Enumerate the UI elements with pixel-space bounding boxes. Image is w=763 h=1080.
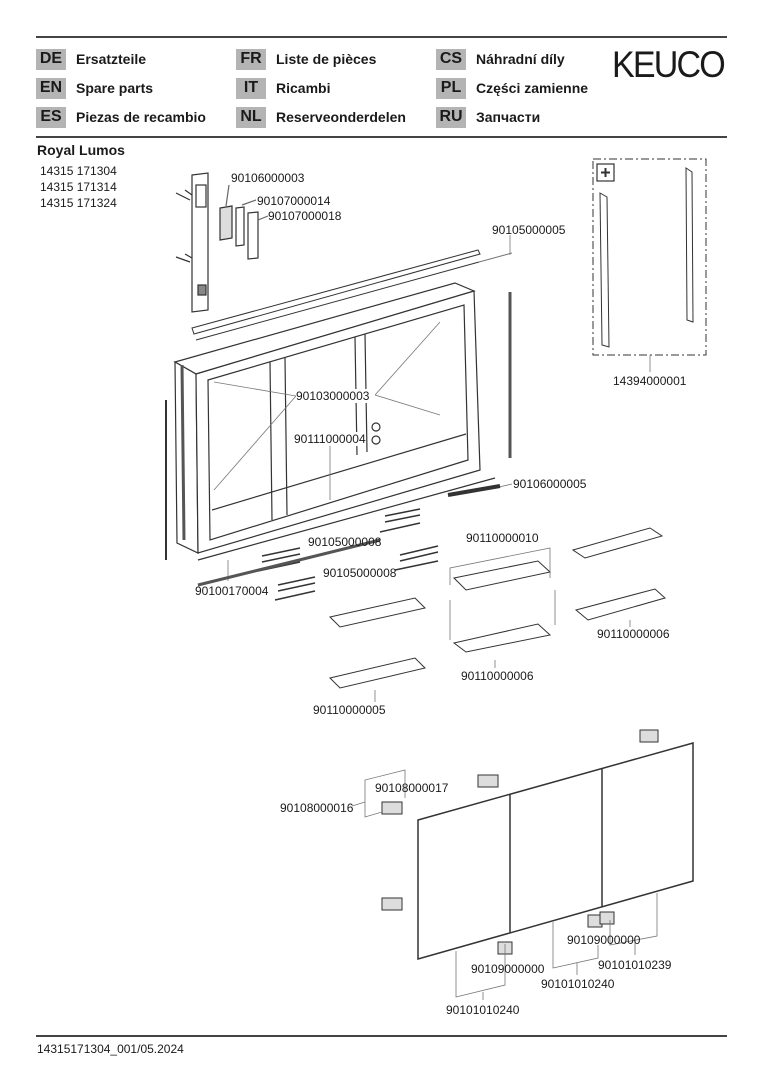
lang-label: Ricambi [276, 80, 331, 96]
side-electronics-panel [175, 172, 209, 313]
model-number: 14315 171304 [40, 164, 117, 178]
part-label: 90101010240 [541, 977, 615, 991]
top-rule [36, 36, 727, 38]
part-label: 90106000005 [513, 477, 587, 491]
lang-cs: CS Náhradní díly [436, 48, 565, 70]
control-module [219, 184, 269, 260]
footer-rule [36, 1035, 727, 1037]
lang-badge: EN [36, 77, 66, 99]
lang-en: EN Spare parts [36, 77, 153, 99]
header-rule [36, 136, 727, 138]
lang-de: DE Ersatzteile [36, 48, 146, 70]
part-label: 90105000008 [308, 535, 382, 549]
part-label: 90110000006 [461, 669, 534, 683]
shelf-leaders [374, 547, 631, 702]
part-label: 90105000005 [492, 223, 566, 237]
product-name: Royal Lumos [37, 142, 125, 158]
lang-label: Liste de pièces [276, 51, 377, 67]
part-label: 14394000001 [613, 374, 687, 388]
model-number: 14315 171314 [40, 180, 117, 194]
part-label: 90101010240 [446, 1003, 520, 1017]
part-label: 90105000008 [323, 566, 397, 580]
part-label: 90110000006 [597, 627, 670, 641]
part-label: 90103000003 [296, 389, 370, 403]
lang-badge: RU [436, 106, 466, 128]
light-strips [197, 484, 501, 601]
document-id: 14315171304_001/05.2024 [37, 1042, 184, 1056]
lang-fr: FR Liste de pièces [236, 48, 376, 70]
door-leaders [351, 769, 658, 1000]
lang-badge: PL [436, 77, 466, 99]
part-label: 90108000016 [280, 801, 354, 815]
lang-label: Ersatzteile [76, 51, 147, 67]
lang-badge: NL [236, 106, 266, 128]
lang-badge: FR [236, 48, 266, 70]
accessory-box [592, 158, 707, 356]
lang-label: Запчасти [476, 109, 541, 125]
part-label: 90111000004 [294, 432, 366, 446]
part-label: 90110000010 [466, 531, 539, 545]
mirror-doors [417, 742, 694, 960]
part-label: 90101010239 [598, 958, 672, 972]
lang-nl: NL Reserveonderdelen [236, 106, 406, 128]
part-label: 90108000017 [375, 781, 449, 795]
lang-label: Reserveonderdelen [276, 109, 406, 125]
lang-label: Spare parts [76, 80, 154, 96]
part-label: 90106000003 [231, 171, 305, 185]
part-label: 90107000018 [268, 209, 342, 223]
lang-label: Piezas de recambio [76, 109, 206, 125]
lang-badge: IT [236, 77, 266, 99]
part-label: 90110000005 [313, 703, 386, 717]
leader-lines [213, 235, 651, 581]
lang-badge: ES [36, 106, 66, 128]
lang-es: ES Piezas de recambio [36, 106, 206, 128]
part-label: 90109000000 [471, 962, 545, 976]
part-label: 90100170004 [195, 584, 269, 598]
glass-shelves [329, 527, 667, 689]
lang-pl: PL Części zamienne [436, 77, 588, 99]
lang-ru: RU Запчасти [436, 106, 540, 128]
lang-label: Części zamienne [476, 80, 589, 96]
lang-it: IT Ricambi [236, 77, 330, 99]
part-label: 90107000014 [257, 194, 331, 208]
keuco-logo: KEUCO [612, 44, 726, 85]
lang-badge: DE [36, 48, 66, 70]
part-label: 90109000000 [567, 933, 641, 947]
top-strip [191, 249, 513, 341]
lang-badge: CS [436, 48, 466, 70]
model-number: 14315 171324 [40, 196, 117, 210]
lang-label: Náhradní díly [476, 51, 565, 67]
